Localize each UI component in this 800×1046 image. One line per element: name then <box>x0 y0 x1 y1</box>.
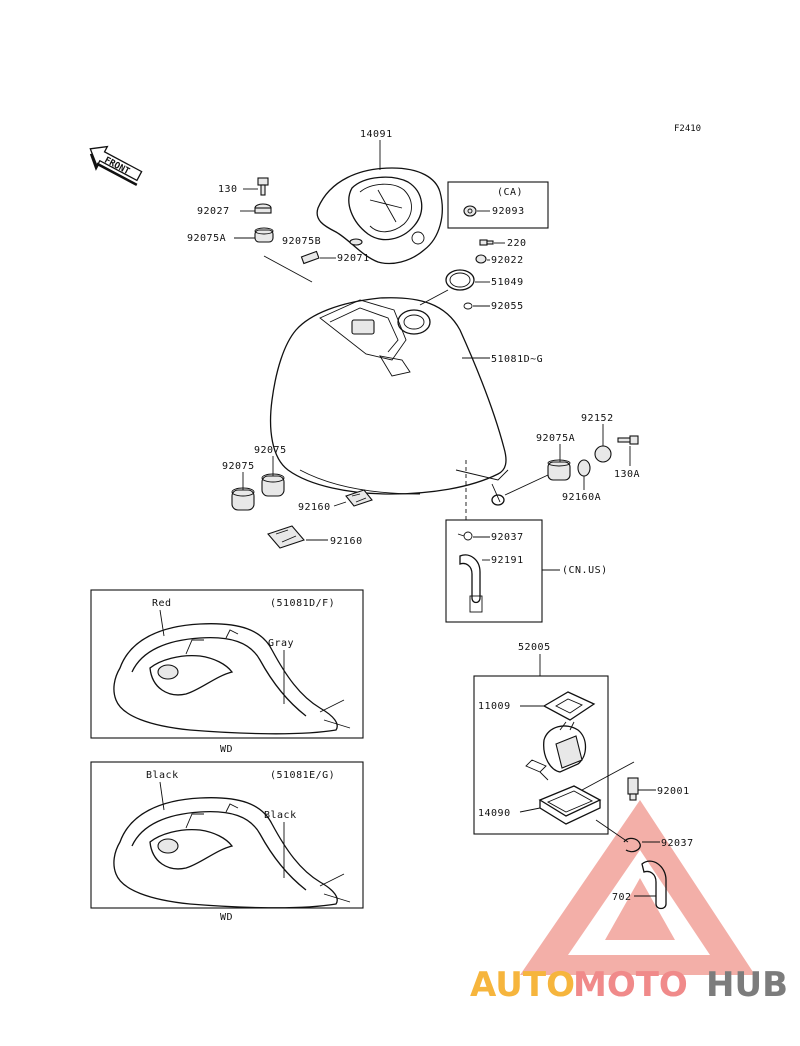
label-92075a-right: 92075A <box>536 433 575 444</box>
label-92022: 92022 <box>491 255 524 266</box>
label-130: 130 <box>218 184 238 195</box>
label-51049: 51049 <box>491 277 524 288</box>
filter-14090 <box>538 785 602 825</box>
label-92160a: 92160A <box>562 492 601 503</box>
inset2-color-a: Black <box>146 770 179 781</box>
inset1-code: (51081D/F) <box>270 598 335 609</box>
label-92075-a: 92075 <box>222 461 255 472</box>
oring-92055 <box>463 302 473 310</box>
label-92075-b: 92075 <box>254 445 287 456</box>
nut-92093 <box>463 205 477 217</box>
watermark-part3: HUB <box>706 965 788 1005</box>
inset2-color-b: Black <box>264 810 297 821</box>
watermark-part2: MOTO <box>573 965 688 1005</box>
bolt-130a <box>617 435 639 445</box>
washer-92027 <box>254 203 272 214</box>
inset1-caption: WD <box>220 744 233 755</box>
label-92055: 92055 <box>491 301 524 312</box>
clip-92037-top <box>457 531 473 541</box>
fitting-92001 <box>627 777 639 801</box>
label-130a: 130A <box>614 469 640 480</box>
inset2-caption: WD <box>220 912 233 923</box>
ca-box <box>447 181 549 229</box>
inset2-tank-drawing <box>113 797 351 909</box>
inset-box-2 <box>90 761 364 909</box>
tank-cover-part <box>316 167 443 265</box>
label-52005: 52005 <box>518 642 551 653</box>
pump-body <box>525 721 587 781</box>
label-702: 702 <box>612 892 632 903</box>
rubber-92160-lower <box>267 525 305 549</box>
region-ca: (CA) <box>497 187 523 198</box>
inset-box-1 <box>90 589 364 739</box>
label-92075a-top: 92075A <box>187 233 226 244</box>
fuel-tank-part <box>269 297 509 506</box>
inset1-tank-drawing <box>113 623 351 735</box>
label-92037-top: 92037 <box>491 532 524 543</box>
label-92001: 92001 <box>657 786 690 797</box>
damper-92075a-right <box>547 459 571 481</box>
label-11009: 11009 <box>478 701 511 712</box>
label-92037-bottom: 92037 <box>661 838 694 849</box>
label-220: 220 <box>507 238 527 249</box>
watermark-part1: AUTO <box>470 965 575 1005</box>
inset1-color-b: Gray <box>268 638 294 649</box>
washer-92160a <box>577 459 591 477</box>
label-92027: 92027 <box>197 206 230 217</box>
label-92075b: 92075B <box>282 236 321 247</box>
bolt-130 <box>257 177 269 196</box>
rubber-92160-upper <box>345 489 373 507</box>
label-92152: 92152 <box>581 413 614 424</box>
collar-92152 <box>594 445 612 463</box>
label-14091: 14091 <box>360 129 393 140</box>
figure-code: F2410 <box>674 124 701 134</box>
screw-220 <box>479 239 494 246</box>
damper-92075-right <box>261 473 285 497</box>
washer-92075b <box>349 238 363 246</box>
damper-92075-left <box>231 487 255 511</box>
label-92191: 92191 <box>491 555 524 566</box>
label-14090: 14090 <box>478 808 511 819</box>
front-arrow: FRONT <box>89 145 143 186</box>
region-cnus: (CN.US) <box>562 565 608 576</box>
inset1-color-a: Red <box>152 598 172 609</box>
label-92071: 92071 <box>337 253 370 264</box>
watermark-logo: AUTO MOTO HUB <box>470 965 788 1005</box>
pump-box <box>473 675 609 835</box>
label-92093: 92093 <box>492 206 525 217</box>
cnus-box <box>445 519 543 623</box>
clip-92037-bottom <box>623 837 641 853</box>
label-92160-b: 92160 <box>330 536 363 547</box>
label-92160-a: 92160 <box>298 502 331 513</box>
washer-92022 <box>475 254 487 264</box>
gasket-51049 <box>445 269 475 291</box>
inset2-code: (51081E/G) <box>270 770 335 781</box>
pin-92071 <box>300 250 320 265</box>
watermark-triangle <box>520 800 755 975</box>
label-51081: 51081D~G <box>491 354 543 365</box>
hose-92191 <box>459 554 483 613</box>
damper-92075a-top <box>254 227 274 243</box>
hose-702 <box>641 860 667 910</box>
gasket-11009 <box>542 691 596 721</box>
